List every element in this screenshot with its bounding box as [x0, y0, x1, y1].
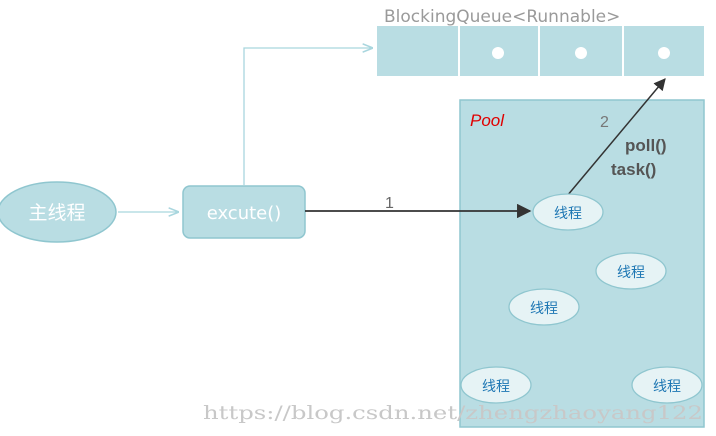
poll-label: poll()	[625, 136, 667, 155]
pool-threads: 线程 线程 线程 线程 线程	[460, 193, 703, 404]
thread-label: 线程	[482, 379, 510, 395]
watermark: https://blog.csdn.net/zhengzhaoyang122	[203, 402, 703, 424]
thread-node	[631, 366, 703, 404]
queued-task-dot	[575, 47, 587, 59]
pool-label: Pool	[470, 111, 505, 130]
arrow1-label: 1	[385, 195, 394, 212]
queued-task-dot	[492, 47, 504, 59]
main-thread-node	[0, 181, 117, 243]
queue-label: BlockingQueue<Runnable>	[384, 7, 620, 27]
thread-label: 线程	[530, 301, 558, 317]
poll-task-arrow	[566, 78, 666, 197]
task-label: task()	[611, 160, 656, 179]
queue-slot	[377, 26, 458, 76]
thread-label: 线程	[653, 379, 681, 395]
execute-label: excute()	[207, 203, 282, 224]
main-thread-label: 主线程	[28, 202, 85, 224]
execute-node	[182, 185, 306, 239]
thread-label: 线程	[617, 265, 645, 281]
thread-node	[532, 193, 604, 231]
thread-node	[460, 366, 532, 404]
queued-task-dot	[658, 47, 670, 59]
thread-node	[595, 252, 667, 290]
thread-node	[508, 288, 580, 326]
submit-to-queue-arrow	[243, 48, 372, 185]
thread-label: 线程	[554, 206, 582, 222]
arrow2-label: 2	[600, 114, 609, 131]
blocking-queue	[377, 26, 704, 76]
